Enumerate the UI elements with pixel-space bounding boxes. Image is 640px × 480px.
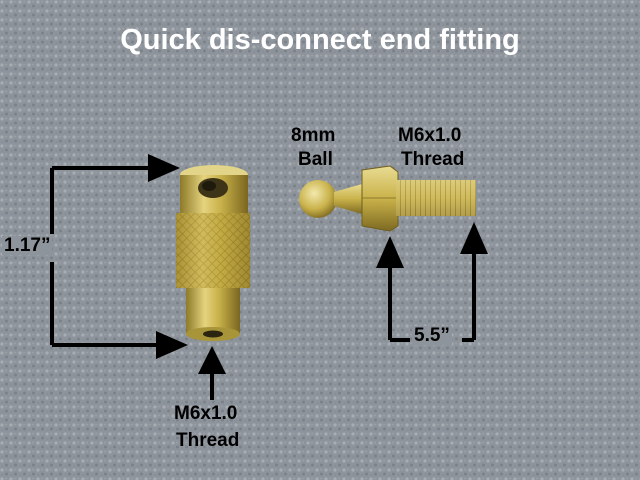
arrow-up-icon — [460, 222, 488, 254]
arrow-up-icon — [198, 346, 226, 374]
stud-length-dimension: 5.5” — [412, 325, 452, 346]
socket-thread-label: Thread — [176, 430, 240, 451]
socket-length-dimension: 1.17” — [2, 235, 53, 256]
ball-size-label: 8mm — [291, 125, 336, 146]
ball-stud — [299, 165, 476, 232]
stud-thread-label: Thread — [401, 149, 465, 170]
arrow-right-icon — [156, 331, 188, 359]
arrow-up-icon — [376, 236, 404, 268]
socket-thread-size-label: M6x1.0 — [174, 403, 238, 424]
photo-title: Quick dis-connect end fitting — [120, 24, 520, 56]
ball-label: Ball — [298, 149, 333, 170]
left-dimension-bracket — [50, 166, 158, 347]
knurled-socket-fitting — [176, 165, 250, 341]
right-dimension-bracket — [388, 254, 476, 342]
stud-thread-size-label: M6x1.0 — [398, 125, 462, 146]
arrow-right-icon — [148, 154, 180, 182]
